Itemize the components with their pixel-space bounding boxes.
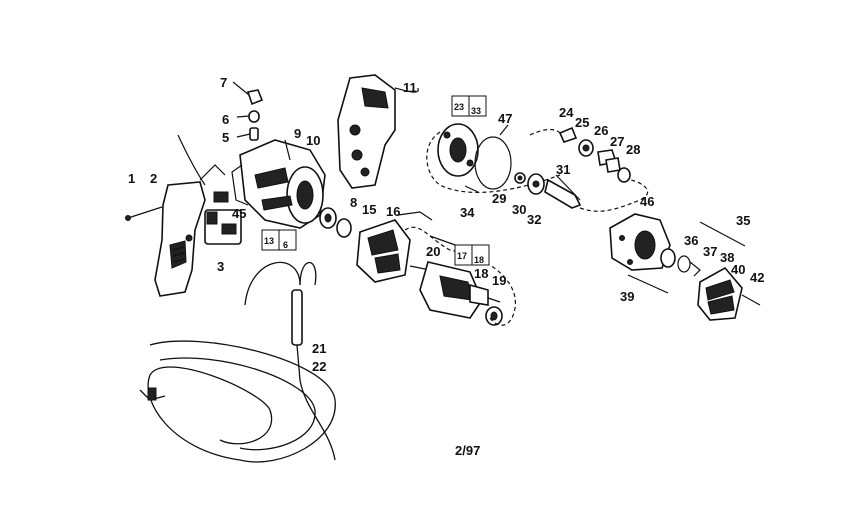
label-part-37: 37 <box>703 244 717 259</box>
label-part-47: 47 <box>498 111 512 126</box>
gear-case-part <box>337 74 419 189</box>
label-part-34: 34 <box>460 205 475 220</box>
label-part-8: 8 <box>350 195 357 210</box>
screw-part-39 <box>627 274 669 294</box>
label-part-24: 24 <box>559 105 574 120</box>
box-label-13: 13 <box>264 236 274 246</box>
date-code: 2/97 <box>455 443 480 458</box>
power-cord-parts <box>139 261 336 463</box>
label-part-28: 28 <box>626 142 640 157</box>
label-part-11: 11 <box>403 80 417 95</box>
label-part-6: 6 <box>222 112 229 127</box>
label-part-27: 27 <box>610 134 624 149</box>
box-label-23: 23 <box>454 102 464 112</box>
box-label-17: 17 <box>457 251 467 261</box>
label-part-7: 7 <box>220 75 227 90</box>
boxed-ref-13-6: 13 6 <box>261 229 297 251</box>
bearing-parts-8-15 <box>319 207 352 238</box>
screw-part-9 <box>284 139 291 161</box>
label-part-38: 38 <box>720 250 734 265</box>
label-part-30: 30 <box>512 202 526 217</box>
handle-part <box>154 134 226 297</box>
label-part-35: 35 <box>736 213 750 228</box>
label-part-9: 9 <box>294 126 301 141</box>
label-part-31: 31 <box>556 162 570 177</box>
chuck-part <box>697 266 743 321</box>
boxed-ref-23-33: 23 33 <box>451 95 487 117</box>
label-part-5: 5 <box>222 130 229 145</box>
label-part-1: 1 <box>128 171 135 186</box>
gear-plate-part <box>437 123 479 177</box>
label-part-25: 25 <box>575 115 589 130</box>
screw-part-34 <box>464 185 479 193</box>
label-part-32: 32 <box>527 212 541 227</box>
label-part-3: 3 <box>217 259 224 274</box>
label-part-40: 40 <box>731 262 745 277</box>
label-part-46: 46 <box>640 194 654 209</box>
label-part-42: 42 <box>750 270 764 285</box>
housing-part <box>231 139 326 229</box>
label-part-10: 10 <box>306 133 320 148</box>
field-part <box>356 211 433 283</box>
bearing-part-19 <box>485 306 503 326</box>
label-part-22: 22 <box>312 359 326 374</box>
assembly-path-chuck <box>579 179 649 212</box>
box-label-18: 18 <box>474 255 484 265</box>
boxed-ref-17-18: 17 18 <box>454 244 490 266</box>
label-part-36: 36 <box>684 233 698 248</box>
switch-part <box>204 191 242 245</box>
gasket-part-47 <box>474 136 512 190</box>
assembly-path-armature <box>404 226 516 326</box>
box-label-33: 33 <box>471 106 481 116</box>
label-part-21: 21 <box>312 341 326 356</box>
assembly-path-gear <box>426 131 561 194</box>
gear-train-parts <box>514 172 582 209</box>
box-label-6: 6 <box>283 240 288 250</box>
label-part-19: 19 <box>492 273 506 288</box>
label-part-2: 2 <box>150 171 157 186</box>
label-part-20: 20 <box>426 244 440 259</box>
label-part-26: 26 <box>594 123 608 138</box>
small-parts-5-6-7 <box>232 81 264 141</box>
chuck-key-part-42 <box>741 294 761 306</box>
label-part-45: 45 <box>232 206 246 221</box>
screw-part-20 <box>429 235 459 247</box>
label-part-15: 15 <box>362 202 376 217</box>
label-part-18: 18 <box>474 266 488 281</box>
small-parts-24-28 <box>529 126 631 183</box>
label-part-39: 39 <box>620 289 634 304</box>
label-part-16: 16 <box>386 204 400 219</box>
spacer-parts-36-38 <box>660 248 701 277</box>
screw-part-1 <box>127 206 163 219</box>
armature-part <box>409 261 501 319</box>
label-part-29: 29 <box>492 191 506 206</box>
screw-part-35 <box>699 221 746 247</box>
